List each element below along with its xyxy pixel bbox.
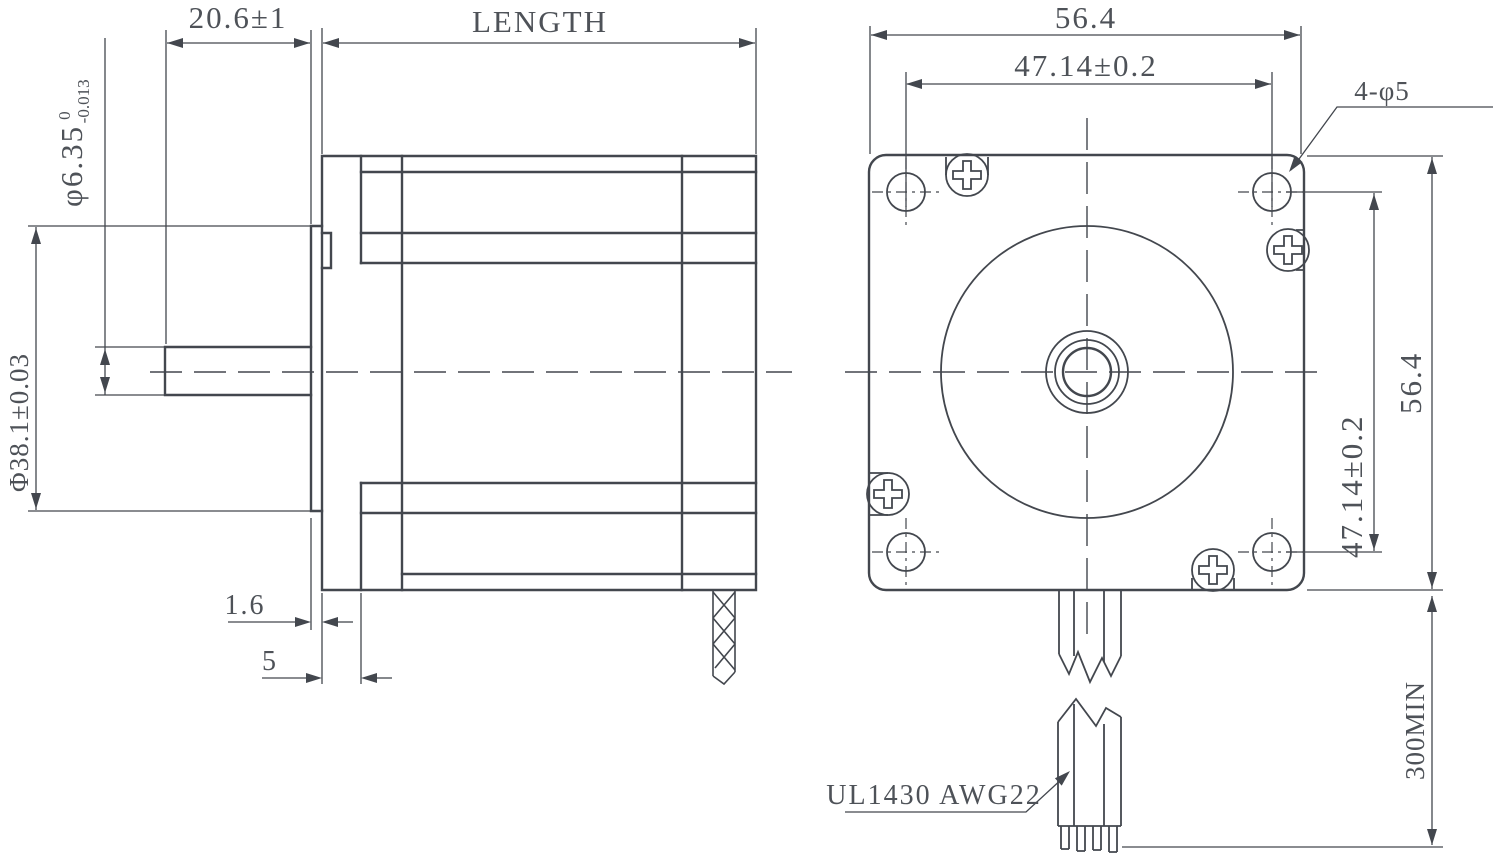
front-view: 56.4 47.14±0.2 4-φ5 (826, 0, 1493, 853)
dim-flange-thickness-label: 5 (262, 646, 278, 677)
motor-body-outline (320, 154, 758, 592)
lead-wire-spec-label: UL1430 AWG22 (826, 780, 1041, 811)
dim-front-height-label: 56.4 (1393, 352, 1428, 414)
dim-hole-spacing-horizontal-label: 47.14±0.2 (1014, 48, 1158, 83)
dim-pilot-diameter-label: Φ38.1±0.03 (4, 353, 34, 492)
side-view: 20.6±1 LENGTH φ6.350-0.013 (4, 0, 792, 686)
lead-wire-bundle (1057, 591, 1122, 853)
dim-hole-spacing-vertical: 47.14±0.2 (1286, 191, 1382, 558)
dim-hole-spacing-vertical-label: 47.14±0.2 (1334, 414, 1369, 558)
screws (866, 153, 1310, 592)
dim-flange-thickness: 5 (262, 593, 392, 684)
dim-pilot-diameter: Φ38.1±0.03 (4, 225, 311, 512)
dim-pilot-height: 1.6 (225, 518, 353, 684)
dim-front-width-label: 56.4 (1055, 0, 1117, 35)
dim-mounting-holes-label: 4-φ5 (1354, 76, 1410, 106)
dim-front-width: 56.4 (869, 0, 1302, 154)
dim-lead-wire-length: 300MIN (1122, 596, 1443, 848)
dim-length-label: LENGTH (472, 4, 608, 39)
dim-shaft-extension: 20.6±1 (165, 0, 312, 344)
dim-hole-spacing-horizontal: 47.14±0.2 (905, 48, 1273, 207)
dim-lead-wire-length-label: 300MIN (1400, 681, 1430, 780)
dim-front-height: 56.4 (1307, 155, 1443, 591)
dim-shaft-diameter-label: φ6.350-0.013 (54, 79, 93, 207)
callout-lead-wire-spec: UL1430 AWG22 (826, 771, 1070, 813)
callout-mounting-holes: 4-φ5 (1289, 76, 1493, 172)
dim-length: LENGTH (321, 4, 757, 154)
shaft (163, 345, 313, 397)
screw-top-left (945, 153, 989, 197)
dim-shaft-diameter: φ6.350-0.013 (54, 38, 165, 396)
dim-pilot-height-label: 1.6 (225, 590, 266, 621)
side-cable-exit (712, 591, 736, 686)
pilot-boss (309, 224, 333, 513)
screw-bottom-right (1191, 548, 1235, 592)
screw-bottom-left (866, 472, 910, 516)
dim-shaft-extension-label: 20.6±1 (189, 0, 288, 35)
screw-top-right (1266, 228, 1310, 272)
